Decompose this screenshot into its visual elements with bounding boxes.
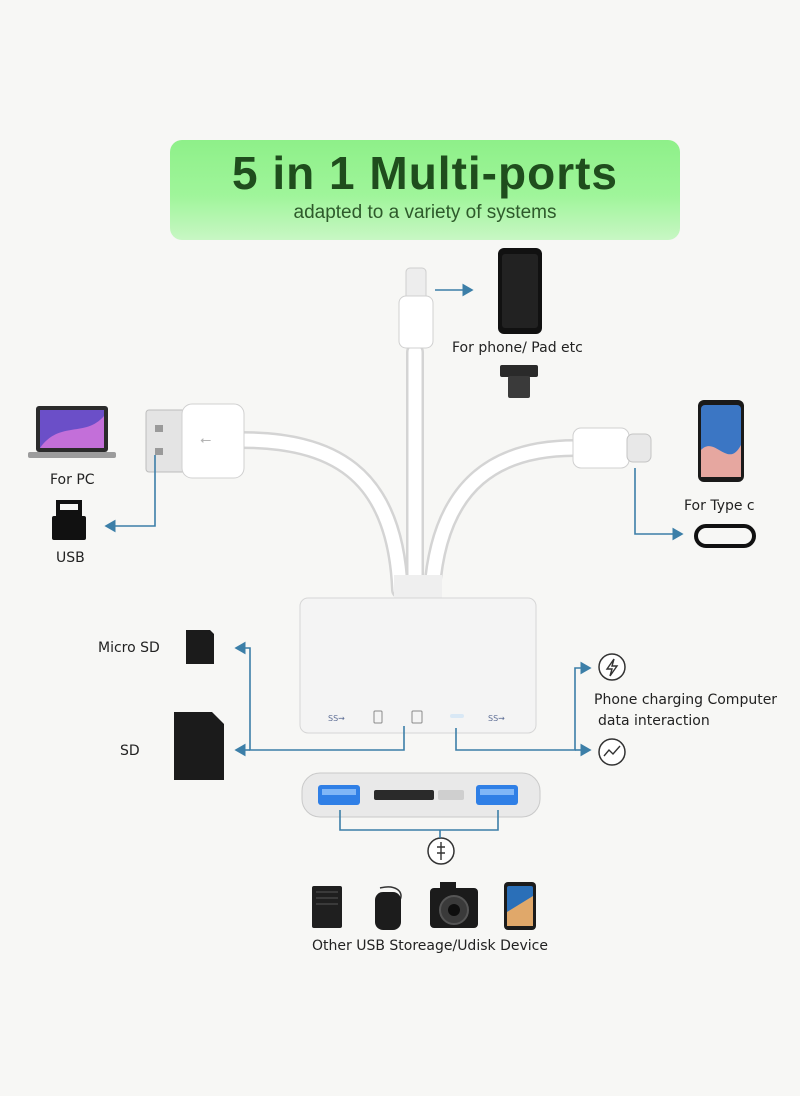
phone-icon bbox=[504, 882, 536, 930]
type-c-connector-icon bbox=[572, 427, 652, 469]
label-other-usb: Other USB Storeage/Udisk Device bbox=[312, 938, 548, 954]
leader-lines bbox=[104, 283, 684, 838]
laptop-icon bbox=[28, 406, 116, 458]
camera-icon bbox=[430, 882, 478, 928]
cables bbox=[231, 343, 584, 599]
label-for-pc: For PC bbox=[50, 472, 95, 488]
smartphone-icon bbox=[498, 248, 542, 334]
flash-drive-icon bbox=[375, 886, 402, 930]
data-icon bbox=[598, 738, 626, 766]
type-c-port bbox=[438, 790, 464, 800]
lightning-connector-icon bbox=[398, 267, 434, 349]
charging-icon bbox=[598, 653, 626, 681]
label-usb: USB bbox=[56, 550, 85, 566]
usb-symbol-icon bbox=[427, 837, 455, 865]
type-c-port-icon bbox=[694, 524, 756, 548]
hard-drive-icon bbox=[312, 886, 342, 928]
usb-a-connector-icon: ⭠ bbox=[145, 403, 245, 479]
banner-title: 5 in 1 Multi-ports bbox=[232, 147, 618, 199]
svg-text:SS⇝: SS⇝ bbox=[328, 714, 345, 723]
lightning-port-icon bbox=[500, 365, 538, 398]
label-type-c: For Type c bbox=[684, 498, 755, 514]
label-phone-pad: For phone/ Pad etc bbox=[452, 340, 583, 356]
sd-slot bbox=[374, 790, 434, 800]
micro-sd-card-icon bbox=[186, 630, 214, 664]
label-charging-line2: data interaction bbox=[598, 713, 710, 729]
hub-front-face bbox=[301, 772, 541, 818]
label-sd: SD bbox=[120, 743, 140, 759]
banner-subtitle: adapted to a variety of systems bbox=[293, 202, 557, 223]
svg-text:SS⇝: SS⇝ bbox=[488, 714, 505, 723]
svg-text:⭠: ⭠ bbox=[200, 432, 211, 448]
label-micro-sd: Micro SD bbox=[98, 640, 160, 656]
title-banner: 5 in 1 Multi-ports adapted to a variety … bbox=[170, 140, 680, 240]
phone-type-c-icon bbox=[698, 400, 744, 482]
hub-body: SS⇝ SS⇝ bbox=[299, 575, 537, 734]
label-charging-line1: Phone charging Computer bbox=[594, 692, 778, 708]
usb-plug-icon bbox=[52, 500, 86, 540]
sd-card-icon bbox=[174, 712, 224, 780]
